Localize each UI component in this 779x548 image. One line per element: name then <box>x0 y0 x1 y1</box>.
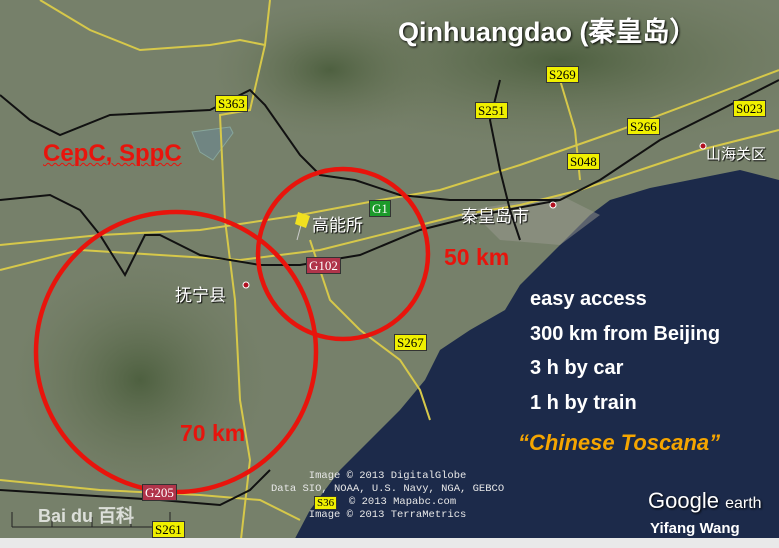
logo-product: earth <box>725 495 762 512</box>
road-shield-g1: G1 <box>369 200 391 217</box>
place-label-funing[interactable]: 抚宁县 <box>175 286 226 306</box>
50km-label: 50 km <box>444 244 510 270</box>
road-shield-g102: G102 <box>306 257 341 274</box>
sea <box>290 170 779 548</box>
road-shield-s267: S267 <box>394 334 427 351</box>
imagery-credits: Image © 2013 DigitalGlobe Data SIO, NOAA… <box>271 470 504 522</box>
tagline: “Chinese Toscana” <box>518 430 721 455</box>
road-shield-s266: S266 <box>627 118 660 135</box>
city-dot <box>242 281 250 289</box>
fact-item: easy access <box>530 288 647 310</box>
road-shield-s023: S023 <box>733 100 766 117</box>
place-label-qinhuangdao[interactable]: 秦皇岛市 <box>461 207 529 227</box>
road-shield-s36x: S36 <box>314 496 338 510</box>
credit-line: © 2013 Mapabc.com <box>349 496 457 508</box>
pushpin-icon[interactable] <box>295 212 310 241</box>
city-dot <box>699 142 707 150</box>
google-earth-logo: Google earth <box>648 488 762 514</box>
credit-line: Image © 2013 TerraMetrics <box>308 509 467 521</box>
70km-label: 70 km <box>180 420 246 446</box>
city-dot <box>549 201 557 209</box>
50km-radius-circle <box>255 166 431 342</box>
bottom-bar <box>0 538 779 548</box>
mountain-area <box>10 260 270 500</box>
road-shield-s261: S261 <box>152 521 185 538</box>
road-shield-s363: S363 <box>215 95 248 112</box>
scale-bar <box>11 512 171 528</box>
baidu-watermark: Bai du 百科 <box>38 506 135 526</box>
road-shield-s251: S251 <box>475 102 508 119</box>
fact-item: 3 h by car <box>530 357 624 379</box>
credit-line: Image © 2013 DigitalGlobe <box>308 470 467 482</box>
map-title: Qinhuangdao (秦皇岛） <box>398 17 697 47</box>
fact-item: 1 h by train <box>530 391 637 414</box>
road-shield-s048: S048 <box>567 153 600 170</box>
place-label-ihep[interactable]: 高能所 <box>312 216 363 236</box>
credit-line: Data SIO, NOAA, U.S. Navy, NGA, GEBCO <box>271 483 505 495</box>
fact-item: 300 km from Beijing <box>530 322 721 345</box>
road-shield-g205: G205 <box>142 484 177 501</box>
lake <box>191 126 234 161</box>
place-label-shanhaiguan[interactable]: 山海关区 <box>706 145 767 163</box>
facts-list: easy access 300 km from Beijing 3 h by c… <box>530 282 720 420</box>
road-shield-s269: S269 <box>546 66 579 83</box>
author-credit: Yifang Wang <box>650 520 740 537</box>
mountain-area <box>210 0 450 140</box>
project-label: CepC, SppC <box>43 140 182 167</box>
logo-brand: Google <box>648 488 719 513</box>
